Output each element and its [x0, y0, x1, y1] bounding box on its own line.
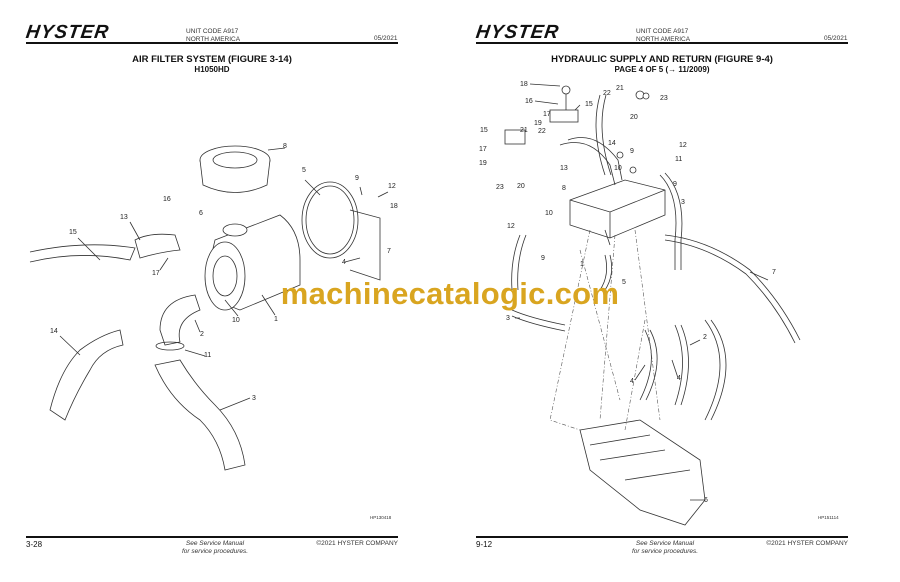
callout-number: 23	[660, 95, 668, 102]
region: NORTH AMERICA	[186, 36, 241, 43]
callout-number: 11	[204, 352, 211, 359]
callout-number: 17	[479, 146, 487, 153]
footer-divider	[476, 536, 848, 538]
callout-number: 1	[274, 316, 278, 323]
unit-info: UNIT CODE A917 NORTH AMERICA	[636, 28, 690, 44]
service-note-line-2: for service procedures.	[631, 548, 699, 555]
callout-number: 22	[538, 128, 546, 135]
callout-number: 12	[507, 223, 515, 230]
callout-number: 2	[200, 331, 204, 338]
callout-number: 16	[163, 196, 171, 203]
unit-code: UNIT CODE A917	[186, 28, 239, 35]
figure-code: HP151114	[818, 515, 839, 520]
callout-number: 4	[342, 259, 346, 266]
figure-code: HP130418	[370, 515, 392, 520]
callout-number: 1	[580, 261, 584, 268]
footer-divider	[26, 536, 398, 538]
callout-number: 4	[630, 378, 634, 385]
callout-number: 19	[534, 120, 542, 127]
callout-number: 3	[506, 315, 510, 322]
callout-number: 9	[630, 148, 634, 155]
callout-number: 20	[630, 114, 638, 121]
callout-number: 13	[120, 214, 128, 221]
page-title: HYDRAULIC SUPPLY AND RETURN (FIGURE 9-4)	[551, 54, 773, 65]
callout-number: 17	[543, 111, 551, 118]
service-note-line-1: See Service Manual	[635, 540, 695, 547]
header-divider	[26, 42, 398, 44]
date: 05/2021	[824, 35, 848, 42]
copyright: ©2021 HYSTER COMPANY	[316, 540, 398, 547]
callout-number: 16	[525, 98, 533, 105]
callout-number: 22	[603, 90, 611, 97]
page-title: AIR FILTER SYSTEM (FIGURE 3-14)	[132, 54, 292, 65]
callout-number: 10	[545, 210, 553, 217]
callout-number: 9	[541, 255, 545, 262]
callout-number: 18	[520, 81, 528, 88]
copyright: ©2021 HYSTER COMPANY	[766, 540, 848, 547]
callout-number: 17	[152, 270, 160, 277]
unit-info: UNIT CODE A917 NORTH AMERICA	[186, 28, 240, 44]
page-subtitle: PAGE 4 OF 5 (→ 11/2009)	[614, 65, 710, 74]
callout-number: 9	[673, 181, 677, 188]
callout-number: 6	[199, 210, 203, 217]
callout-number: 15	[69, 229, 77, 236]
watermark: machinecatalogic.com	[280, 276, 620, 311]
callout-number: 12	[679, 142, 687, 149]
callout-number: 5	[302, 167, 306, 174]
callout-number: 10	[614, 165, 622, 172]
callout-number: 3	[252, 395, 256, 402]
page-number: 3-28	[26, 540, 43, 549]
callout-number: 23	[496, 184, 504, 191]
service-note-line-1: See Service Manual	[185, 540, 245, 547]
callout-number: 20	[517, 183, 525, 190]
callout-number: 10	[232, 317, 240, 324]
callout-number: 11	[675, 156, 682, 163]
header-divider	[476, 42, 848, 44]
callout-number: 6	[704, 497, 708, 504]
callout-number: 7	[387, 248, 391, 255]
page-number: 9-12	[476, 540, 493, 549]
service-note-line-2: for service procedures.	[181, 548, 249, 555]
callout-number: 15	[585, 101, 593, 108]
callout-number: 21	[616, 85, 624, 92]
service-note: See Service Manual for service procedure…	[160, 540, 270, 556]
callout-number: 2	[703, 334, 707, 341]
callout-number: 9	[355, 175, 359, 182]
callout-number: 4	[677, 375, 681, 382]
date: 05/2021	[374, 35, 398, 42]
callout-number: 21	[520, 127, 528, 134]
callout-number: 8	[283, 143, 287, 150]
callout-number: 8	[562, 185, 566, 192]
callout-number: 15	[480, 127, 488, 134]
callout-number: 7	[772, 269, 776, 276]
callout-number: 18	[390, 203, 398, 210]
left-page: HYSTER UNIT CODE A917 NORTH AMERICA 05/2…	[25, 22, 398, 556]
callout-number: 19	[479, 160, 487, 167]
service-note: See Service Manual for service procedure…	[610, 540, 720, 556]
callout-number: 12	[388, 183, 396, 190]
right-page: HYSTER UNIT CODE A917 NORTH AMERICA 05/2…	[450, 0, 900, 582]
unit-code: UNIT CODE A917	[636, 28, 689, 35]
callout-number: 14	[608, 140, 616, 147]
callout-number: 13	[560, 165, 568, 172]
callout-number: 5	[622, 279, 626, 286]
region: NORTH AMERICA	[636, 36, 691, 43]
callout-number: 14	[50, 328, 58, 335]
callout-number: 3	[681, 199, 685, 206]
page-subtitle: H1050HD	[194, 65, 230, 74]
